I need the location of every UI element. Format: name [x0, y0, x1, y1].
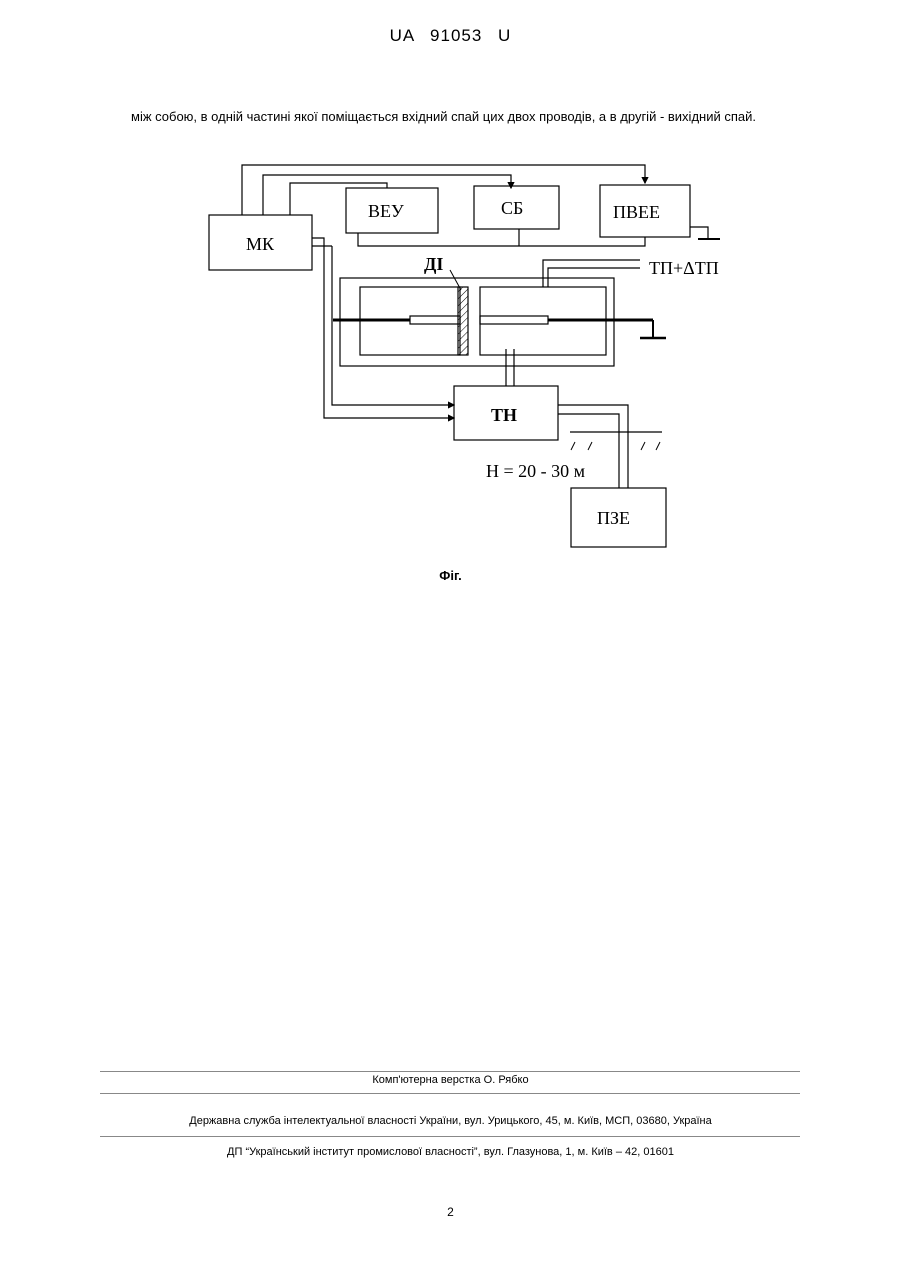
figure-caption: Фіг.: [0, 568, 901, 583]
pze-label: ПЗЕ: [597, 508, 630, 528]
veu-label: ВЕУ: [368, 201, 404, 221]
block-diagram: МК ВЕУ СБ ПВЕЕ ДІ ТП+ΔТП ТН Н = 20 - 30 …: [0, 0, 901, 600]
page-number: 2: [0, 1205, 901, 1219]
layout-credit: Комп'ютерна верстка О. Рябко: [0, 1074, 901, 1086]
tn-label: ТН: [491, 405, 517, 425]
mk-label: МК: [246, 234, 275, 254]
pvee-label: ПВЕЕ: [613, 202, 660, 222]
footer-rule-bottom: [100, 1136, 800, 1137]
institute-address: ДП “Український інститут промислової вла…: [0, 1146, 901, 1158]
sb-label: СБ: [501, 198, 523, 218]
footer-rule-top: [100, 1071, 800, 1072]
di-label: ДІ: [424, 254, 443, 274]
chamber-outer: [340, 278, 614, 366]
depth-label: Н = 20 - 30 м: [486, 461, 585, 481]
footer-rule-middle: [100, 1093, 800, 1094]
tp-label: ТП+ΔТП: [649, 258, 719, 278]
agency-address: Державна служба інтелектуальної власност…: [0, 1115, 901, 1127]
